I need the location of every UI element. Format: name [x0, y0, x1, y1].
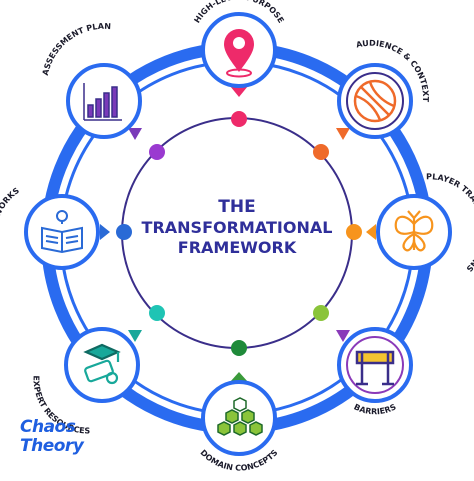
- pointer-audience: [336, 128, 350, 140]
- bar-chart-icon: [83, 83, 122, 121]
- title-line-2: TRANSFORMATIONAL: [142, 218, 333, 237]
- title-line-1: THE: [218, 197, 255, 217]
- dot-player: [346, 224, 362, 240]
- pointer-assessment: [128, 128, 142, 140]
- pointer-domain: [230, 372, 248, 382]
- dot-purpose: [231, 111, 247, 127]
- node-circle-domain: [201, 380, 277, 456]
- logo-line-1: Chaos: [20, 417, 76, 437]
- logo-line-2: Theory: [20, 436, 84, 456]
- node-domain[interactable]: [201, 372, 277, 456]
- globe-icon: [353, 79, 397, 123]
- node-circle-resources: [64, 327, 140, 403]
- book-icon: [41, 210, 83, 254]
- node-prior[interactable]: [24, 194, 110, 270]
- barrier-icon: [355, 350, 395, 386]
- node-audience[interactable]: [336, 63, 413, 140]
- node-inner-barriers: [346, 336, 404, 394]
- butterfly-icon: [394, 210, 434, 252]
- node-assessment[interactable]: [66, 63, 142, 140]
- pointer-purpose: [230, 86, 248, 97]
- title-line-3: FRAMEWORK: [178, 238, 297, 257]
- node-barriers[interactable]: [336, 327, 413, 403]
- pointer-prior: [100, 224, 110, 240]
- node-purpose[interactable]: [201, 12, 277, 97]
- dot-assessment: [149, 144, 165, 160]
- label-barriers: BARRIERS: [352, 402, 397, 416]
- node-circle-barriers: [337, 327, 413, 403]
- chaos-theory-logo: Chaos Theory: [20, 417, 84, 456]
- label-prior: PRIOR WORKS: [0, 186, 21, 250]
- dot-resources: [149, 305, 165, 321]
- pointer-resources: [128, 330, 142, 342]
- dot-audience: [313, 144, 329, 160]
- dot-prior: [116, 224, 132, 240]
- pointer-player: [366, 224, 376, 240]
- hexagon-icon: [217, 397, 263, 436]
- node-player[interactable]: [366, 194, 452, 270]
- dot-barriers: [313, 305, 329, 321]
- dot-domain: [231, 340, 247, 356]
- node-inner-audience: [346, 72, 404, 130]
- map-pin-icon: [224, 29, 254, 78]
- pointer-barriers: [336, 330, 350, 342]
- node-resources[interactable]: [64, 327, 142, 403]
- diploma-icon: [83, 343, 121, 385]
